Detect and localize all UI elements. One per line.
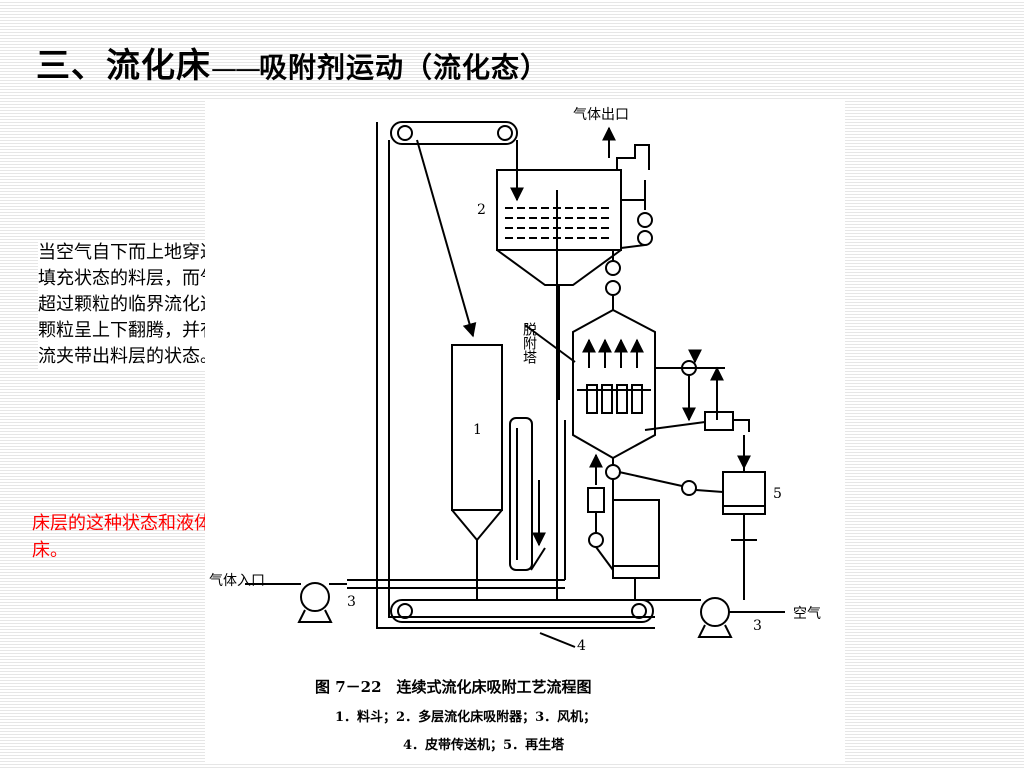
diagram-drawing [245,121,795,668]
gas-outlet-duct [602,126,650,170]
label-gas-inlet: 气体入口 [209,573,265,589]
label-number-2: 2 [477,202,486,218]
title-dash: —— [211,54,261,84]
title-main: 三、流化床 [36,46,211,86]
desorption-tower [524,308,725,460]
label-number-4: 4 [577,638,586,654]
label-number-3-left: 3 [347,594,356,610]
figure-caption-legend-line2: 4．皮带传送机；5．再生塔 [403,738,565,753]
label-number-1: 1 [473,422,482,438]
figure-caption-title: 图 7－22 连续式流化床吸附工艺流程图 [315,678,592,696]
title-sub: 吸附剂运动（流化态） [259,51,550,84]
regeneration-tower [618,435,766,600]
belt-conveyor [376,121,655,648]
label-gas-outlet: 气体出口 [573,107,629,123]
slide-title: 三、流化床——吸附剂运动（流化态） [36,38,549,88]
process-flow-diagram: 气体出口 气体入口 空气 脱附塔 1 2 3 3 4 5 图 7－22 连续式流… [205,100,845,762]
bucket-elevator [509,417,546,571]
label-desorption-tower: 脱附塔 [521,322,537,364]
fluidized-bed-adsorber [496,169,653,400]
label-number-3-right: 3 [753,618,762,634]
hopper [451,344,503,600]
label-number-5: 5 [773,486,782,502]
fan-left [245,420,566,623]
figure-caption-legend-line1: 1．料斗；2．多层流化床吸附器；3．风机； [335,710,597,725]
lower-vessel [612,499,660,600]
small-feed-tank [587,453,614,571]
label-air: 空气 [793,606,821,622]
fan-right [635,597,785,638]
